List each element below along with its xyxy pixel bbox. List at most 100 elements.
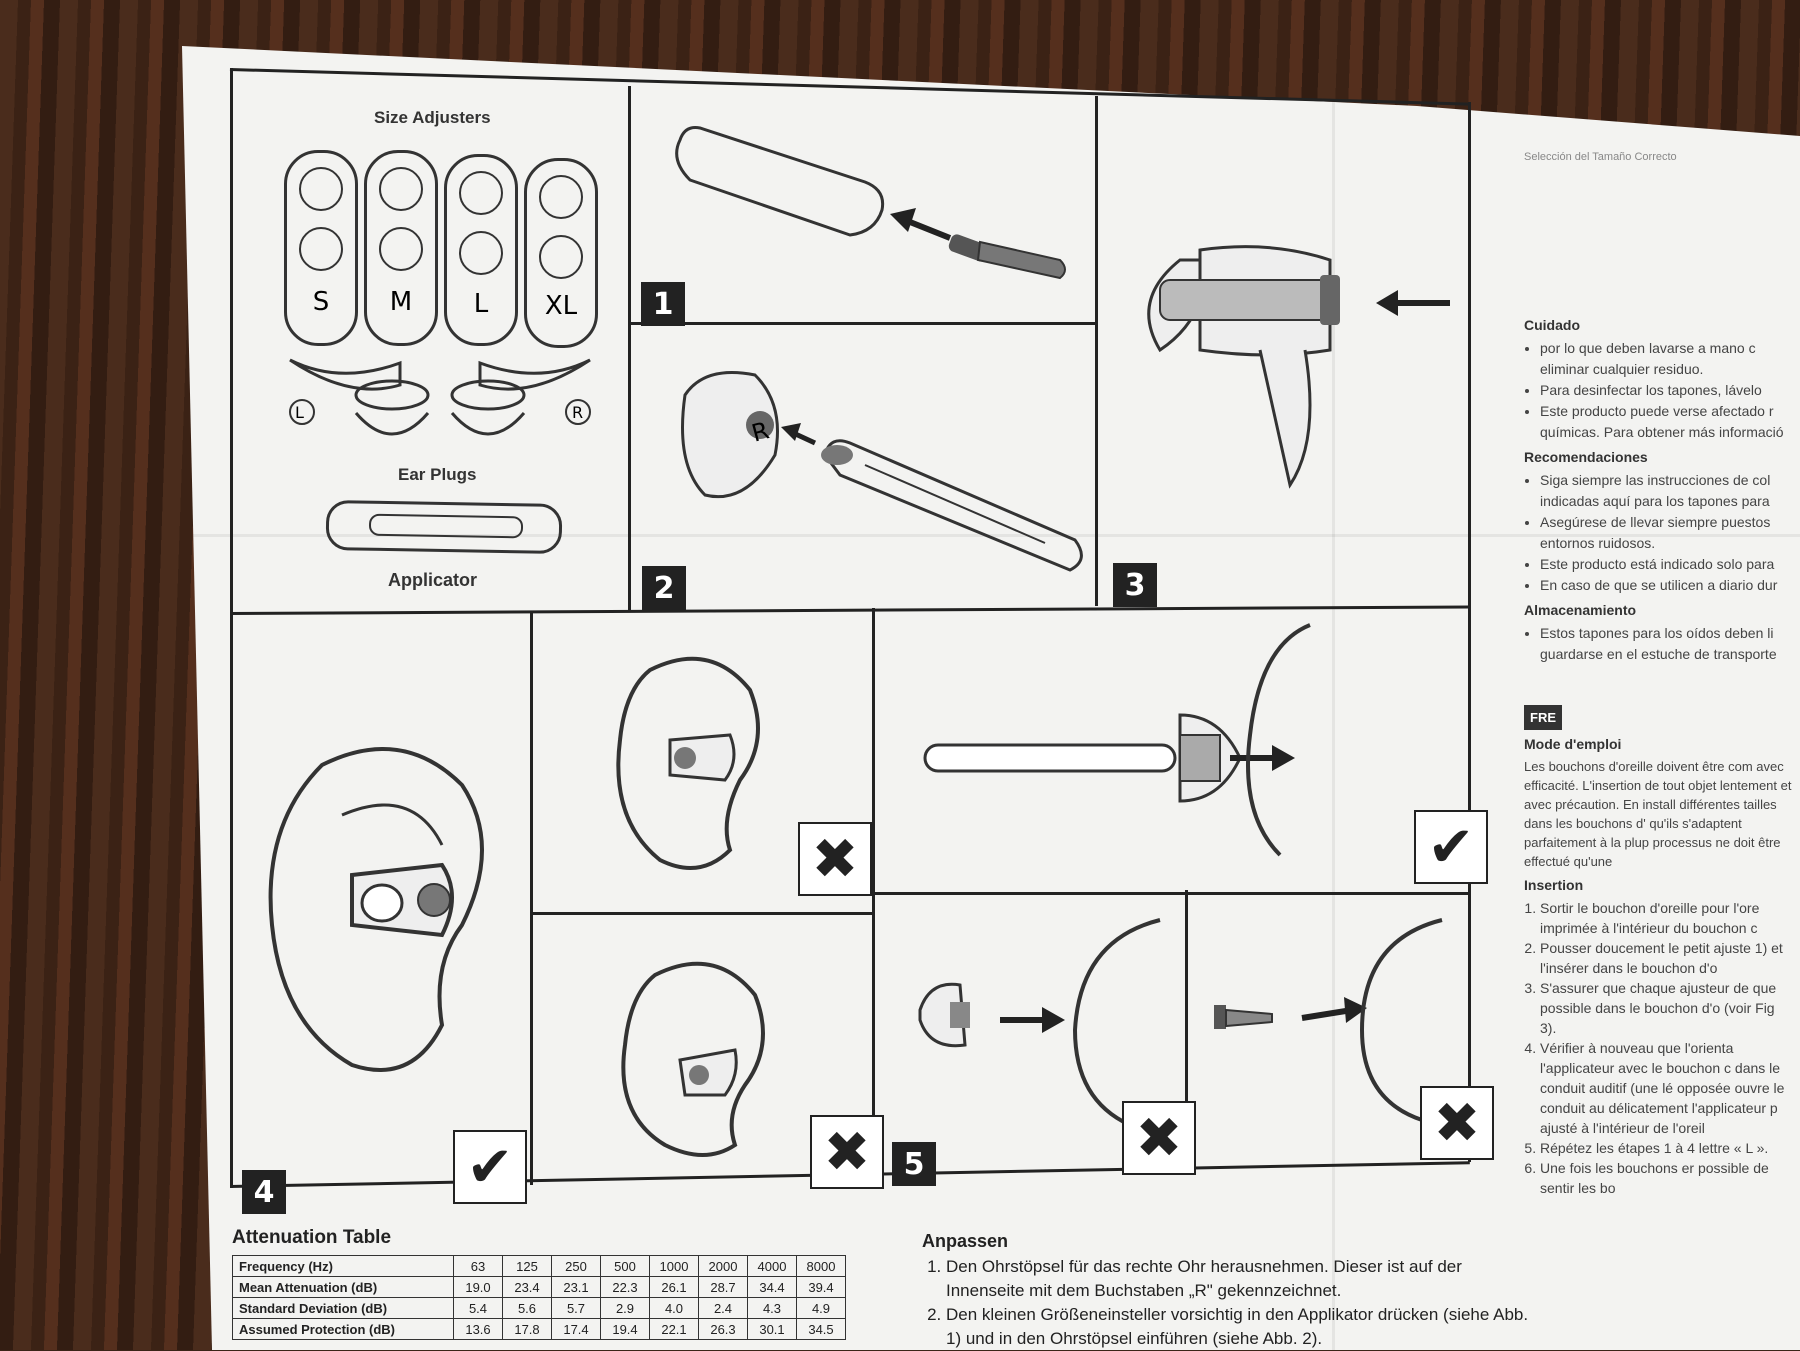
table-cell: 17.8 <box>502 1318 552 1340</box>
cross-icon: ✖ <box>1122 1101 1196 1175</box>
right-column-text: Selección del Tamaño Correcto Cuidado po… <box>1524 150 1794 1198</box>
table-cell: 2.9 <box>600 1297 650 1319</box>
table-row: Frequency (Hz) 63 125 250 500 1000 2000 … <box>232 1255 846 1277</box>
step-number-2: 2 <box>642 566 686 610</box>
applicator-illustration <box>325 499 563 555</box>
table-cell: 1000 <box>649 1255 699 1277</box>
table-cell: 250 <box>551 1255 601 1277</box>
step-number-4: 4 <box>242 1170 286 1214</box>
table-cell: 5.6 <box>502 1297 552 1319</box>
table-cell: 5.4 <box>453 1297 503 1319</box>
language-badge-fre: FRE <box>1524 705 1562 730</box>
care-heading: Cuidado <box>1524 317 1580 333</box>
table-cell: 4.9 <box>796 1297 846 1319</box>
list-item: Estos tapones para los oídos deben li gu… <box>1540 623 1794 665</box>
step-number-5: 5 <box>892 1142 936 1186</box>
check-icon: ✔ <box>1414 810 1488 884</box>
table-cell: 13.6 <box>453 1318 503 1340</box>
size-adjuster-circle <box>459 231 503 275</box>
table-cell: 5.7 <box>551 1297 601 1319</box>
ear-plugs-illustration <box>289 358 591 436</box>
frame-line <box>628 86 631 611</box>
step4-ear-illustration <box>268 747 484 1072</box>
insertion-list: Sortir le bouchon d'oreille pour l'ore i… <box>1524 898 1794 1198</box>
size-adjuster-circle <box>299 227 343 271</box>
table-cell: 8000 <box>796 1255 846 1277</box>
list-item: Asegúrese de llevar siempre puestos ento… <box>1540 512 1794 554</box>
table-row: Standard Deviation (dB) 5.4 5.6 5.7 2.9 … <box>232 1297 846 1319</box>
step5-wrong-plug-ear <box>1214 918 1443 1122</box>
size-adjuster-circle <box>539 175 583 219</box>
table-cell: 34.5 <box>796 1318 846 1340</box>
ear-wrong-orientation-bottom <box>621 961 765 1157</box>
size-adjuster-group-m: M <box>364 150 438 346</box>
frame-line <box>1185 890 1188 1172</box>
frame-line <box>630 322 1096 325</box>
ear-wrong-orientation-top <box>616 656 760 870</box>
size-adjuster-group-l: L <box>444 154 518 346</box>
table-cell: 4000 <box>747 1255 797 1277</box>
size-letter: M <box>389 287 413 317</box>
table-cell: 28.7 <box>698 1276 748 1298</box>
german-steps-list: Den Ohrstöpsel für das rechte Ohr heraus… <box>922 1255 1542 1351</box>
list-item: S'assurer que chaque ajusteur de que pos… <box>1540 978 1794 1038</box>
step1-illustration <box>675 126 1066 280</box>
mode-text: Les bouchons d'oreille doivent être com … <box>1524 759 1792 869</box>
row-label: Assumed Protection (dB) <box>232 1318 454 1340</box>
list-item: Este producto puede verse afectado r quí… <box>1540 401 1794 443</box>
attenuation-table-section: Attenuation Table Frequency (Hz) 63 125 … <box>232 1227 846 1340</box>
correct-insertion-illustration <box>923 623 1311 857</box>
step5-wrong-adjuster-ear <box>918 918 1161 1127</box>
size-adjusters-label: Size Adjusters <box>374 108 491 127</box>
frame-line <box>530 612 533 1185</box>
size-letter: S <box>312 287 330 317</box>
list-item: Para desinfectar los tapones, lávelo <box>1540 380 1794 401</box>
table-cell: 19.4 <box>600 1318 650 1340</box>
table-cell: 125 <box>502 1255 552 1277</box>
list-item: Une fois les bouchons er possible de sen… <box>1540 1158 1794 1198</box>
table-cell: 22.1 <box>649 1318 699 1340</box>
step-number-3: 3 <box>1113 563 1157 607</box>
row-label: Frequency (Hz) <box>232 1255 454 1277</box>
cross-icon: ✖ <box>798 822 872 896</box>
frame-line <box>230 68 233 1188</box>
size-adjuster-circle <box>539 235 583 279</box>
frame-line <box>530 912 874 915</box>
care-list: por lo que deben lavarse a mano c elimin… <box>1524 338 1794 443</box>
size-adjuster-group-s: S <box>284 150 358 346</box>
recommendations-list: Siga siempre las instrucciones de col in… <box>1524 470 1794 596</box>
table-cell: 4.3 <box>747 1297 797 1319</box>
table-cell: 22.3 <box>600 1276 650 1298</box>
size-letter: L <box>473 289 489 319</box>
table-row: Assumed Protection (dB) 13.6 17.8 17.4 1… <box>232 1318 846 1340</box>
table-cell: 63 <box>453 1255 503 1277</box>
list-item: Este producto está indicado solo para <box>1540 554 1794 575</box>
list-item: Répétez les étapes 1 à 4 lettre « L ». <box>1540 1138 1794 1158</box>
cross-icon: ✖ <box>1420 1086 1494 1160</box>
table-cell: 39.4 <box>796 1276 846 1298</box>
table-cell: 4.0 <box>649 1297 699 1319</box>
applicator-slot <box>368 513 524 539</box>
list-item: por lo que deben lavarse a mano c elimin… <box>1540 338 1794 380</box>
size-adjuster-circle <box>299 167 343 211</box>
fold-line <box>182 534 1800 537</box>
applicator-label: Applicator <box>388 570 478 590</box>
insertion-heading: Insertion <box>1524 877 1584 893</box>
table-cell: 26.3 <box>698 1318 748 1340</box>
ear-plugs-label: Ear Plugs <box>398 465 477 484</box>
frame-line <box>1095 96 1098 606</box>
size-adjuster-circle <box>459 171 503 215</box>
left-plug-mark: L <box>295 403 304 422</box>
row-label: Standard Deviation (dB) <box>232 1297 454 1319</box>
cross-icon: ✖ <box>810 1115 884 1189</box>
table-row: Mean Attenuation (dB) 19.0 23.4 23.1 22.… <box>232 1276 846 1298</box>
list-item: Pousser doucement le petit ajuste 1) et … <box>1540 938 1794 978</box>
table-cell: 23.4 <box>502 1276 552 1298</box>
check-icon: ✔ <box>453 1130 527 1204</box>
faded-spanish-heading: Selección del Tamaño Correcto <box>1524 151 1677 163</box>
table-cell: 34.4 <box>747 1276 797 1298</box>
table-cell: 23.1 <box>551 1276 601 1298</box>
storage-list: Estos tapones para los oídos deben li gu… <box>1524 623 1794 665</box>
list-item: Sortir le bouchon d'oreille pour l'ore i… <box>1540 898 1794 938</box>
mode-heading: Mode d'emploi <box>1524 736 1622 752</box>
